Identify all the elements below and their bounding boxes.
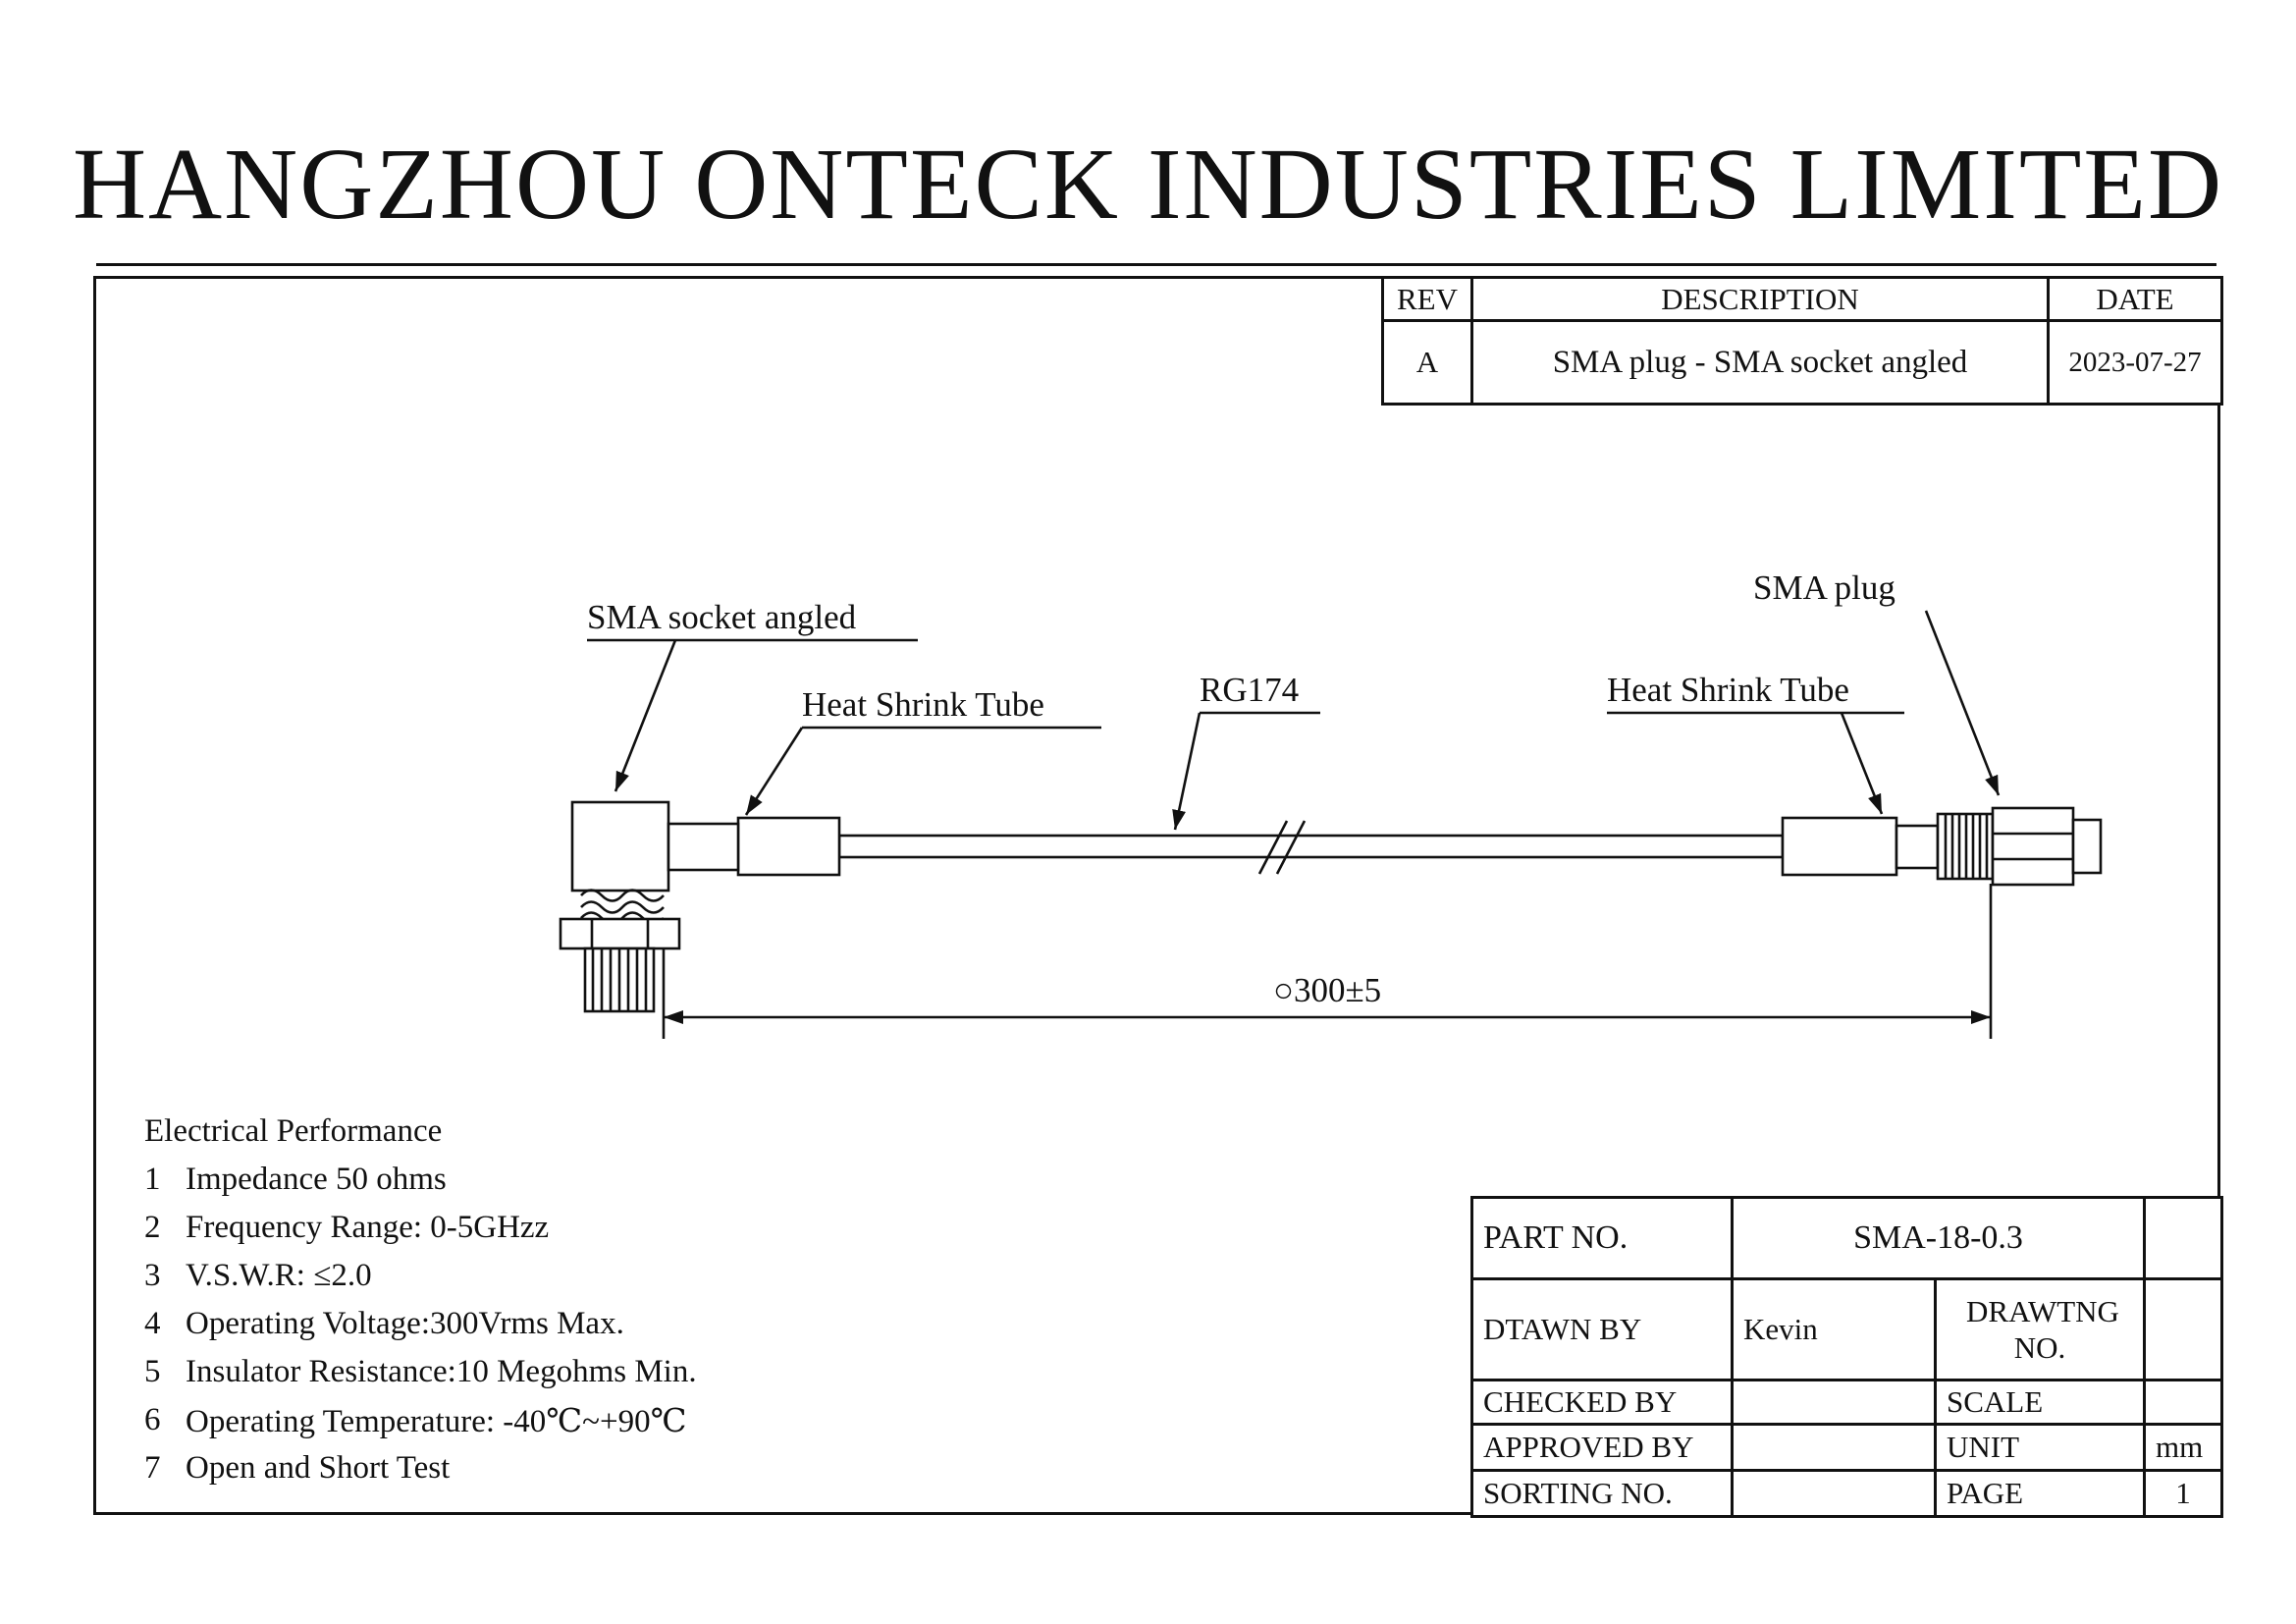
item-text: Impedance 50 ohms xyxy=(186,1162,447,1197)
item-number: 6 xyxy=(144,1402,161,1437)
electrical-item: 3 V.S.W.R: ≤2.0 xyxy=(144,1252,697,1300)
item-number: 3 xyxy=(144,1258,161,1293)
electrical-item: 5 Insulator Resistance:10 Megohms Min. xyxy=(144,1348,697,1396)
electrical-item: 7 Open and Short Test xyxy=(144,1444,697,1492)
electrical-title: Electrical Performance xyxy=(144,1108,697,1156)
page-value: 1 xyxy=(2146,1472,2223,1518)
rev-description-value: SMA plug - SMA socket angled xyxy=(1473,322,2050,406)
electrical-item: 4 Operating Voltage:300Vrms Max. xyxy=(144,1300,697,1348)
part-no-value: SMA-18-0.3 xyxy=(1734,1199,2146,1280)
label-rg174: RG174 xyxy=(1200,671,1299,709)
item-number: 2 xyxy=(144,1210,161,1245)
item-text: V.S.W.R: ≤2.0 xyxy=(186,1258,372,1293)
empty-cell xyxy=(1734,1426,1937,1472)
item-text: Insulator Resistance:10 Megohms Min. xyxy=(186,1354,697,1389)
electrical-item: 1 Impedance 50 ohms xyxy=(144,1156,697,1204)
drawn-by-value: Kevin xyxy=(1734,1280,1937,1381)
drawing-no-cell: DRAWTNG NO. xyxy=(1937,1280,2146,1381)
leader-lines xyxy=(587,610,2001,831)
item-text: Open and Short Test xyxy=(186,1450,451,1486)
item-text: Operating Temperature: -40℃~+90℃ xyxy=(186,1403,687,1439)
checked-by-label: CHECKED BY xyxy=(1473,1381,1734,1426)
rev-header-description: DESCRIPTION xyxy=(1473,279,2050,322)
empty-cell xyxy=(2146,1381,2223,1426)
drawing-no-label: DRAWTNG NO. xyxy=(1966,1293,2119,1365)
scale-label: SCALE xyxy=(1937,1381,2146,1426)
title-rule xyxy=(96,263,2216,266)
item-number: 4 xyxy=(144,1306,161,1341)
item-number: 7 xyxy=(144,1450,161,1486)
electrical-title-text: Electrical Performance xyxy=(144,1113,443,1149)
sma-plug-connector xyxy=(1895,806,2103,887)
coax-cable xyxy=(837,820,1785,875)
unit-value: mm xyxy=(2146,1426,2223,1472)
item-number: 5 xyxy=(144,1354,161,1389)
empty-cell xyxy=(2146,1199,2223,1280)
part-no-label: PART NO. xyxy=(1473,1199,1734,1280)
revision-table: REV DESCRIPTION DATE A SMA plug - SMA so… xyxy=(1381,276,2223,406)
heat-shrink-tube-right xyxy=(1781,816,1898,877)
sma-socket-angled-connector xyxy=(559,800,740,1013)
page-label: PAGE xyxy=(1937,1472,2146,1518)
electrical-item: 2 Frequency Range: 0-5GHzz xyxy=(144,1204,697,1252)
heat-shrink-tube-left xyxy=(736,816,841,877)
rev-header-date: DATE xyxy=(2050,279,2223,322)
item-number: 1 xyxy=(144,1162,161,1197)
drawn-by-label: DTAWN BY xyxy=(1473,1280,1734,1381)
label-sma-socket-angled: SMA socket angled xyxy=(587,598,857,636)
rev-value: A xyxy=(1384,322,1473,406)
company-title: HANGZHOU ONTECK INDUSTRIES LIMITED xyxy=(72,128,2224,241)
title-block: PART NO. SMA-18-0.3 DTAWN BY Kevin DRAWT… xyxy=(1470,1196,2223,1518)
item-text: Frequency Range: 0-5GHzz xyxy=(186,1210,550,1245)
electrical-item: 6 Operating Temperature: -40℃~+90℃ xyxy=(144,1396,697,1444)
item-text: Operating Voltage:300Vrms Max. xyxy=(186,1306,624,1341)
empty-cell xyxy=(1734,1472,1937,1518)
unit-label: UNIT xyxy=(1937,1426,2146,1472)
electrical-performance: Electrical Performance 1 Impedance 50 ohm… xyxy=(144,1108,697,1492)
label-heat-shrink-left: Heat Shrink Tube xyxy=(802,685,1044,724)
empty-cell xyxy=(1734,1381,1937,1426)
sheet-border xyxy=(93,276,2220,1515)
dimension-line xyxy=(662,884,1993,1039)
empty-cell xyxy=(2146,1280,2223,1381)
rev-date-value: 2023-07-27 xyxy=(2050,322,2223,406)
rev-header-rev: REV xyxy=(1384,279,1473,322)
label-heat-shrink-right: Heat Shrink Tube xyxy=(1607,671,1849,709)
approved-by-label: APPROVED BY xyxy=(1473,1426,1734,1472)
label-sma-plug: SMA plug xyxy=(1753,568,1896,607)
sorting-no-label: SORTING NO. xyxy=(1473,1472,1734,1518)
label-dimension: ○300±5 xyxy=(1273,971,1381,1009)
